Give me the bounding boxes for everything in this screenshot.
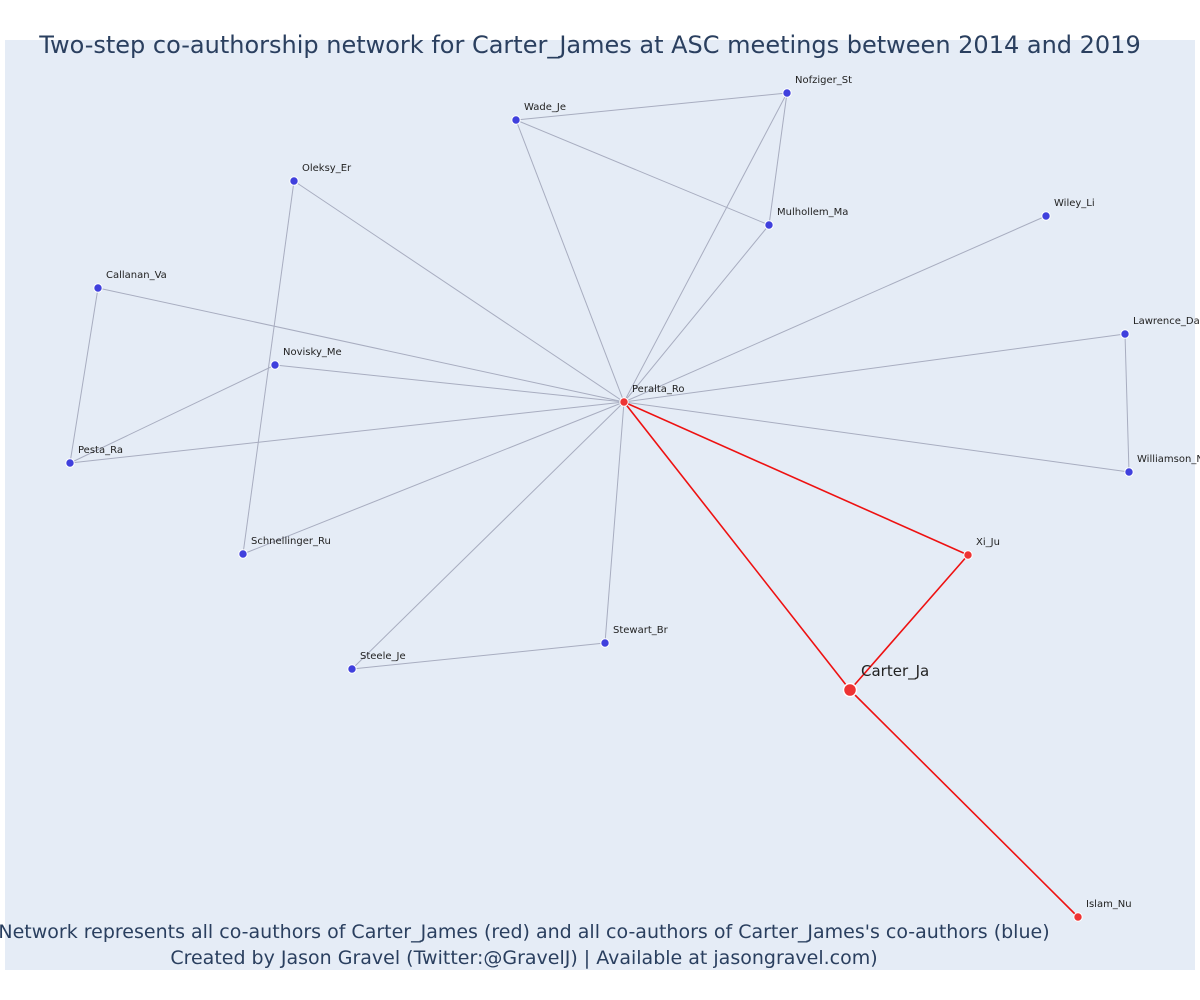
node-label: Carter_Ja xyxy=(861,662,929,681)
node-marker[interactable] xyxy=(238,549,248,559)
node-label: Callanan_Va xyxy=(106,270,167,281)
edge-Peralta_Ro-Xi_Ju xyxy=(623,401,969,556)
node-Wade_Je[interactable]: Wade_Je xyxy=(511,102,566,125)
node-marker[interactable] xyxy=(289,176,299,186)
node-Xi_Ju[interactable]: Xi_Ju xyxy=(963,537,1000,560)
edge-Nofziger_St-Peralta_Ro xyxy=(623,92,788,403)
node-marker[interactable] xyxy=(1073,912,1083,922)
edge-Stewart_Br-Peralta_Ro xyxy=(604,401,625,644)
node-label: Xi_Ju xyxy=(976,537,1000,548)
node-label: Mulhollem_Ma xyxy=(777,207,848,218)
edge-Wade_Je-Nofziger_St xyxy=(515,92,788,121)
edge-Novisky_Me-Peralta_Ro xyxy=(274,364,625,403)
caption-line-2: Created by Jason Gravel (Twitter:@Gravel… xyxy=(170,947,877,969)
node-label: Oleksy_Er xyxy=(302,163,352,174)
node-marker[interactable] xyxy=(619,397,629,407)
node-marker[interactable] xyxy=(93,283,103,293)
node-marker[interactable] xyxy=(764,220,774,230)
edge-Steele_Je-Peralta_Ro xyxy=(351,401,625,670)
node-Callanan_Va[interactable]: Callanan_Va xyxy=(93,270,167,293)
node-label: Wiley_Li xyxy=(1054,198,1095,209)
node-label: Lawrence_Da xyxy=(1133,316,1200,327)
node-Oleksy_Er[interactable]: Oleksy_Er xyxy=(289,163,352,186)
edge-Callanan_Va-Peralta_Ro xyxy=(97,287,625,403)
diagram-title: Two-step co-authorship network for Carte… xyxy=(38,31,1140,59)
node-Lawrence_Da[interactable]: Lawrence_Da xyxy=(1120,316,1200,339)
edge-Carter_Ja-Islam_Nu xyxy=(849,689,1079,918)
node-marker[interactable] xyxy=(842,682,858,698)
edge-Lawrence_Da-Peralta_Ro xyxy=(623,333,1126,403)
edge-Wiley_Li-Peralta_Ro xyxy=(623,215,1047,403)
node-Williamson_N[interactable]: Williamson_N xyxy=(1124,454,1200,477)
node-label: Islam_Nu xyxy=(1086,899,1132,910)
node-marker[interactable] xyxy=(963,550,973,560)
node-Carter_Ja[interactable]: Carter_Ja xyxy=(842,662,930,698)
edge-Steele_Je-Stewart_Br xyxy=(351,642,606,670)
edge-Pesta_Ra-Peralta_Ro xyxy=(69,401,625,464)
node-Nofziger_St[interactable]: Nofziger_St xyxy=(782,75,852,98)
node-label: Nofziger_St xyxy=(795,75,852,86)
node-Novisky_Me[interactable]: Novisky_Me xyxy=(270,347,342,370)
node-marker[interactable] xyxy=(65,458,75,468)
edge-Schnellinger_Ru-Peralta_Ro xyxy=(242,401,625,555)
node-Pesta_Ra[interactable]: Pesta_Ra xyxy=(65,445,123,468)
node-marker[interactable] xyxy=(1041,211,1051,221)
edge-Novisky_Me-Pesta_Ra xyxy=(69,364,276,464)
node-marker[interactable] xyxy=(1120,329,1130,339)
edge-Callanan_Va-Pesta_Ra xyxy=(69,287,99,464)
node-marker[interactable] xyxy=(1124,467,1134,477)
edge-Xi_Ju-Carter_Ja xyxy=(849,554,969,691)
node-marker[interactable] xyxy=(782,88,792,98)
edge-Oleksy_Er-Schnellinger_Ru xyxy=(242,180,295,555)
node-label: Steele_Je xyxy=(360,651,406,662)
node-marker[interactable] xyxy=(600,638,610,648)
edge-Peralta_Ro-Carter_Ja xyxy=(623,401,851,691)
edge-Williamson_N-Peralta_Ro xyxy=(623,401,1130,473)
edge-Oleksy_Er-Peralta_Ro xyxy=(293,180,625,403)
node-label: Williamson_N xyxy=(1137,454,1200,465)
caption-line-1: Network represents all co-authors of Car… xyxy=(0,921,1050,943)
node-Wiley_Li[interactable]: Wiley_Li xyxy=(1041,198,1095,221)
plot-background xyxy=(5,40,1195,970)
node-label: Peralta_Ro xyxy=(632,384,685,395)
node-label: Stewart_Br xyxy=(613,625,669,636)
node-Peralta_Ro[interactable]: Peralta_Ro xyxy=(619,384,685,407)
edge-Lawrence_Da-Williamson_N xyxy=(1124,333,1130,473)
node-label: Schnellinger_Ru xyxy=(251,536,331,547)
node-Steele_Je[interactable]: Steele_Je xyxy=(347,651,406,674)
node-label: Wade_Je xyxy=(524,102,566,113)
node-label: Novisky_Me xyxy=(283,347,342,358)
edge-Nofziger_St-Mulhollem_Ma xyxy=(768,92,788,226)
edge-Mulhollem_Ma-Peralta_Ro xyxy=(623,224,770,403)
nodes-layer: Nofziger_StWade_JeOleksy_ErMulhollem_MaW… xyxy=(65,75,1200,922)
node-marker[interactable] xyxy=(270,360,280,370)
node-Mulhollem_Ma[interactable]: Mulhollem_Ma xyxy=(764,207,849,230)
node-marker[interactable] xyxy=(347,664,357,674)
edges-layer xyxy=(69,92,1130,918)
node-label: Pesta_Ra xyxy=(78,445,123,456)
node-Islam_Nu[interactable]: Islam_Nu xyxy=(1073,899,1132,922)
node-Stewart_Br[interactable]: Stewart_Br xyxy=(600,625,669,648)
edge-Wade_Je-Peralta_Ro xyxy=(515,119,625,403)
node-marker[interactable] xyxy=(511,115,521,125)
node-Schnellinger_Ru[interactable]: Schnellinger_Ru xyxy=(238,536,331,559)
